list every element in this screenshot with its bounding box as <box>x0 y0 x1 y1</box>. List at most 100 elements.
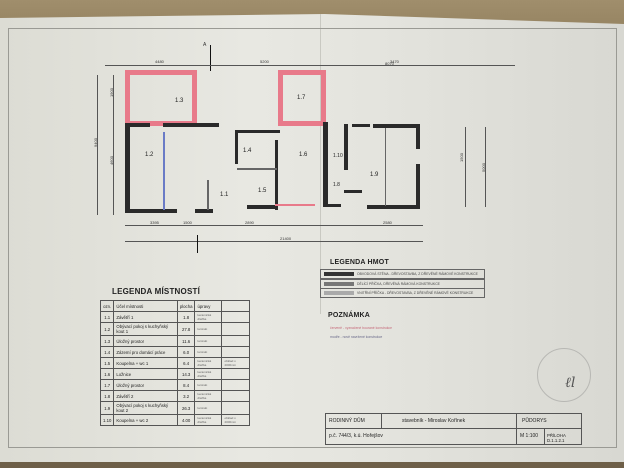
dim-text: 4600 <box>108 156 114 165</box>
material-label: VNITŘNÍ PŘÍČKA - DŘEVOSTAVBA, Z DŘEVĚNÉ … <box>357 291 474 296</box>
cell <box>221 346 250 358</box>
attachment-number: PŘÍLOHA D.1.1.2.1 <box>544 429 581 444</box>
cell: 4.00 <box>176 414 196 426</box>
cell <box>221 401 250 415</box>
cell: keramická dlažba <box>194 390 223 402</box>
wall <box>367 205 420 209</box>
cell: 1.5 <box>99 357 115 369</box>
cell: 1.8 <box>99 390 115 402</box>
dim-text: 8070 <box>385 61 394 66</box>
paper-fold <box>320 14 321 314</box>
wall <box>195 209 213 213</box>
wall <box>344 124 348 170</box>
header-cell: ozn. <box>99 300 115 312</box>
cell: Zázemí pro domácí práce <box>113 346 178 358</box>
wall <box>125 209 177 213</box>
dim-text: 5000 <box>480 163 486 172</box>
header-cell: plocha <box>176 300 196 312</box>
cell: keramická dlažba <box>194 368 223 380</box>
room-label: 1.5 <box>258 188 267 194</box>
room-label: 1.7 <box>297 95 306 101</box>
material-label: DĚLÍCÍ PŘÍČKA, DŘEVĚNÁ RÁMOVÁ KONSTRUKCE <box>357 281 440 286</box>
dim-text: 1500 <box>183 220 192 225</box>
swatch-interior-wall <box>324 291 354 296</box>
wall <box>416 124 420 149</box>
cell: 3.2 <box>176 390 196 402</box>
cell: laminát <box>194 335 223 347</box>
cell <box>221 335 250 347</box>
cell: 27.8 <box>176 322 196 336</box>
notes-title: POZNÁMKA <box>328 312 371 319</box>
table-header: ozn. Účel místnosti plocha úpravy <box>99 300 250 312</box>
cell: laminát <box>194 401 223 415</box>
cell: 8.4 <box>176 379 196 391</box>
cell: 1.8 <box>176 311 196 323</box>
dim-text: 3395 <box>150 220 159 225</box>
cell: Obývací pokoj s kuchyňský kout 1 <box>113 322 178 336</box>
wall <box>125 123 150 127</box>
cell: 14.3 <box>176 368 196 380</box>
wall <box>235 130 280 133</box>
material-legend: OBVODOVÁ STĚNA - DŘEVOSTAVBA, Z DŘEVĚNÉ … <box>320 269 485 299</box>
cell: laminát <box>194 346 223 358</box>
parcel: p.č. 744/3, k.ú. Hořejšov <box>329 433 383 439</box>
wall <box>352 124 370 127</box>
partition <box>385 128 386 206</box>
cell: 1.7 <box>99 379 115 391</box>
bottom-dim-line <box>125 225 423 226</box>
swatch-exterior-wall <box>324 272 354 277</box>
dim-text: 1500 <box>458 153 464 162</box>
cell: 1.1 <box>99 311 115 323</box>
cell: 1.6 <box>99 368 115 380</box>
drawing-name: PŮDORYS <box>516 414 581 429</box>
cell: Závětří 2 <box>113 390 178 402</box>
cell <box>221 322 250 336</box>
cell: 1.2 <box>99 322 115 336</box>
cell: obklad v. 2000mm <box>221 357 250 369</box>
section-line <box>210 45 211 71</box>
dim-text: 2580 <box>383 220 392 225</box>
cell: obklad v. 2000mm <box>221 414 250 426</box>
dim-text: 4480 <box>155 59 164 64</box>
header-cell: Účel místnosti <box>113 300 178 312</box>
note-blue: modře - nově navržené konstrukce <box>330 335 383 339</box>
wall <box>323 122 328 207</box>
new-partition <box>163 132 165 210</box>
material-row: VNITŘNÍ PŘÍČKA - DŘEVOSTAVBA, Z DŘEVĚNÉ … <box>320 288 485 299</box>
cell: Úložný prostor <box>113 379 178 391</box>
cell <box>221 311 250 323</box>
overall-dim-line <box>125 241 423 242</box>
cell <box>221 390 250 402</box>
room-label: 1.6 <box>299 152 308 158</box>
cell: 6.0 <box>176 346 196 358</box>
cell: Koupelna + wc 2 <box>113 414 178 426</box>
material-legend-title: LEGENDA HMOT <box>330 259 389 266</box>
cell: 1.9 <box>99 401 115 415</box>
right-dim-line <box>465 127 466 207</box>
cell <box>221 368 250 380</box>
wall <box>323 204 341 207</box>
dim-text: 9400 <box>92 138 98 147</box>
cell: Koupelna + wc 1 <box>113 357 178 369</box>
cell: 6.4 <box>176 357 196 369</box>
room-label: 1.2 <box>145 152 154 158</box>
cell: 11.6 <box>176 335 196 347</box>
room-legend-title: LEGENDA MÍSTNOSTÍ <box>112 287 200 296</box>
dim-text: 21400 <box>280 236 292 241</box>
room-label: 1.8 <box>333 182 340 188</box>
cell: Úložný prostor <box>113 335 178 347</box>
section-line <box>197 235 198 253</box>
room-label: 1.1 <box>220 192 229 198</box>
dim-text: 5200 <box>260 59 269 64</box>
cell: laminát <box>194 379 223 391</box>
project-name: RODINNÝ DŮM <box>326 414 382 429</box>
material-label: OBVODOVÁ STĚNA - DŘEVOSTAVBA, Z DŘEVĚNÉ … <box>357 272 478 277</box>
